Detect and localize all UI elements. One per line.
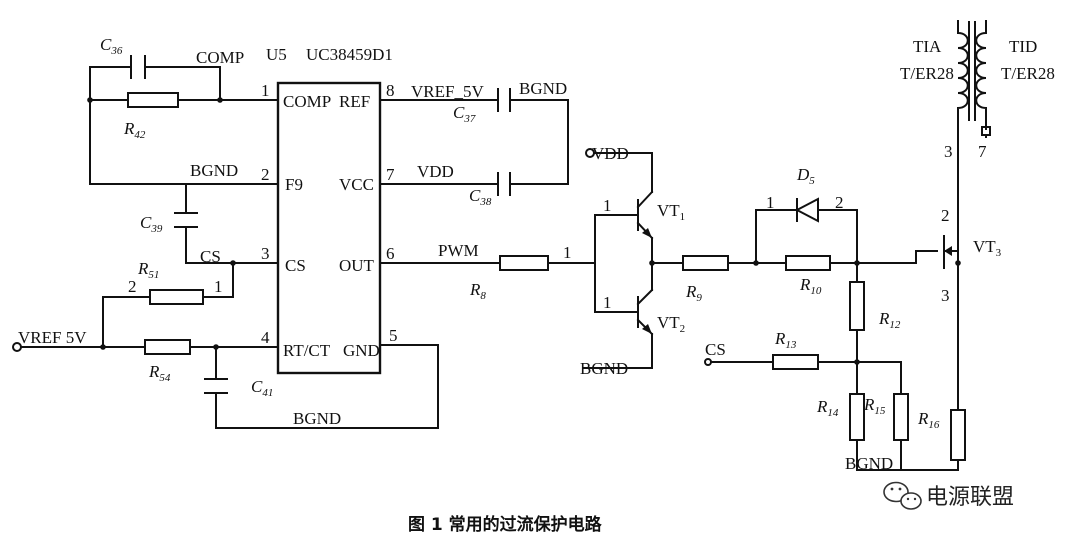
watermark: 电源联盟 <box>883 481 1014 510</box>
vt3-source-pin: 3 <box>941 286 950 305</box>
transformer-pin-3: 3 <box>944 142 953 161</box>
label-vt2: VT2 <box>657 313 685 335</box>
watermark-text: 电源联盟 <box>926 485 1014 510</box>
net-vdd-label-1: VDD <box>417 162 454 181</box>
resistor-r8 <box>499 255 549 271</box>
label-c41: C41 <box>251 377 273 399</box>
capacitor-c38 <box>497 172 511 196</box>
pin-name-vcc: VCC <box>339 175 374 194</box>
r51-pin-2: 2 <box>128 277 137 296</box>
net-bgnd-label-5: BGND <box>845 454 893 473</box>
resistor-r12 <box>849 281 865 331</box>
label-r8: R8 <box>469 280 486 302</box>
capacitor-c37 <box>497 88 511 112</box>
diode-d5 <box>794 197 819 223</box>
label-c38: C38 <box>469 186 492 208</box>
transistor-vt1 <box>636 190 654 240</box>
transformer-left-core: T/ER28 <box>900 64 954 83</box>
capacitor-c36 <box>130 55 146 79</box>
pin-number-4: 4 <box>261 328 270 347</box>
d5-pin-2: 2 <box>835 193 844 212</box>
net-cs-label-2: CS <box>705 340 726 359</box>
resistor-r13 <box>772 354 819 370</box>
label-r10: R10 <box>799 275 822 297</box>
label-r54: R54 <box>148 362 171 384</box>
net-bgnd-label-1: BGND <box>190 161 238 180</box>
net-bgnd-label-2: BGND <box>293 409 341 428</box>
resistor-r10 <box>785 255 831 271</box>
net-comp-label: COMP <box>196 48 244 67</box>
label-r14: R14 <box>816 397 839 419</box>
junction-dots <box>87 97 961 365</box>
resistor-r51 <box>149 289 204 305</box>
net-pwm-label: PWM <box>438 241 479 260</box>
capacitor-c41 <box>204 378 228 394</box>
net-vref-pin-label: VREF_5V <box>411 82 484 101</box>
r8-end-pin: 1 <box>563 243 572 262</box>
pin-number-7: 7 <box>386 165 395 184</box>
pin-name-comp: COMP <box>283 92 331 111</box>
label-r51: R51 <box>137 259 159 281</box>
resistor-r15 <box>893 393 909 441</box>
r51-pin-1: 1 <box>214 277 223 296</box>
ic-body <box>276 81 382 375</box>
label-r15: R15 <box>863 395 886 417</box>
vt2-base-pin: 1 <box>603 293 612 312</box>
label-vt1: VT1 <box>657 201 685 223</box>
pin-name-ref: REF <box>339 92 370 111</box>
pin-number-6: 6 <box>386 244 395 263</box>
ic-ref-label: U5 <box>266 45 287 64</box>
wechat-icon <box>883 481 922 510</box>
label-c37: C37 <box>453 103 476 125</box>
ic-part-label: UC38459D1 <box>306 45 393 64</box>
transistor-vt2 <box>636 288 654 336</box>
resistor-r16 <box>950 409 966 461</box>
pin-name-gnd: GND <box>343 341 380 360</box>
label-r9: R9 <box>685 282 702 304</box>
pin-number-1: 1 <box>261 81 270 100</box>
label-r13: R13 <box>774 329 797 351</box>
net-bgnd-label-3: BGND <box>519 79 567 98</box>
resistor-r54 <box>144 339 191 355</box>
label-c39: C39 <box>140 213 163 235</box>
capacitor-c39 <box>174 212 198 228</box>
transformer-left-name: TIA <box>913 37 942 56</box>
pin-name-out: OUT <box>339 256 375 275</box>
pin-number-2: 2 <box>261 165 270 184</box>
pin-number-5: 5 <box>389 326 398 345</box>
pin-number-3: 3 <box>261 244 270 263</box>
label-r12: R12 <box>878 309 901 331</box>
resistor-r14 <box>849 393 865 441</box>
vdd-terminal <box>585 148 595 158</box>
cs-terminal <box>704 358 712 366</box>
net-bgnd-label-4: BGND <box>580 359 628 378</box>
pin-name-rtct: RT/CT <box>283 341 331 360</box>
resistor-r42 <box>127 92 179 108</box>
transformer-right-name: TID <box>1009 37 1037 56</box>
pin-number-8: 8 <box>386 81 395 100</box>
transformer <box>957 20 987 130</box>
mosfet-vt3 <box>944 246 952 256</box>
net-cs-label-1: CS <box>200 247 221 266</box>
vref-terminal <box>12 342 22 352</box>
net-vdd-label-2: VDD <box>592 144 629 163</box>
transformer-pin-7: 7 <box>978 142 987 161</box>
resistor-r9 <box>682 255 729 271</box>
pin-name-f9: F9 <box>285 175 303 194</box>
d5-pin-1: 1 <box>766 193 775 212</box>
figure-caption: 图 1 常用的过流保护电路 <box>408 514 603 535</box>
pin-name-cs: CS <box>285 256 306 275</box>
vt3-gate-pin: 2 <box>941 206 950 225</box>
label-d5: D5 <box>796 165 815 187</box>
label-r42: R42 <box>123 119 146 141</box>
label-r16: R16 <box>917 409 940 431</box>
net-vref-label: VREF 5V <box>18 328 87 347</box>
transformer-right-core: T/ER28 <box>1001 64 1055 83</box>
label-vt3: VT3 <box>973 237 1002 259</box>
label-c36: C36 <box>100 35 123 57</box>
vt1-base-pin: 1 <box>603 196 612 215</box>
